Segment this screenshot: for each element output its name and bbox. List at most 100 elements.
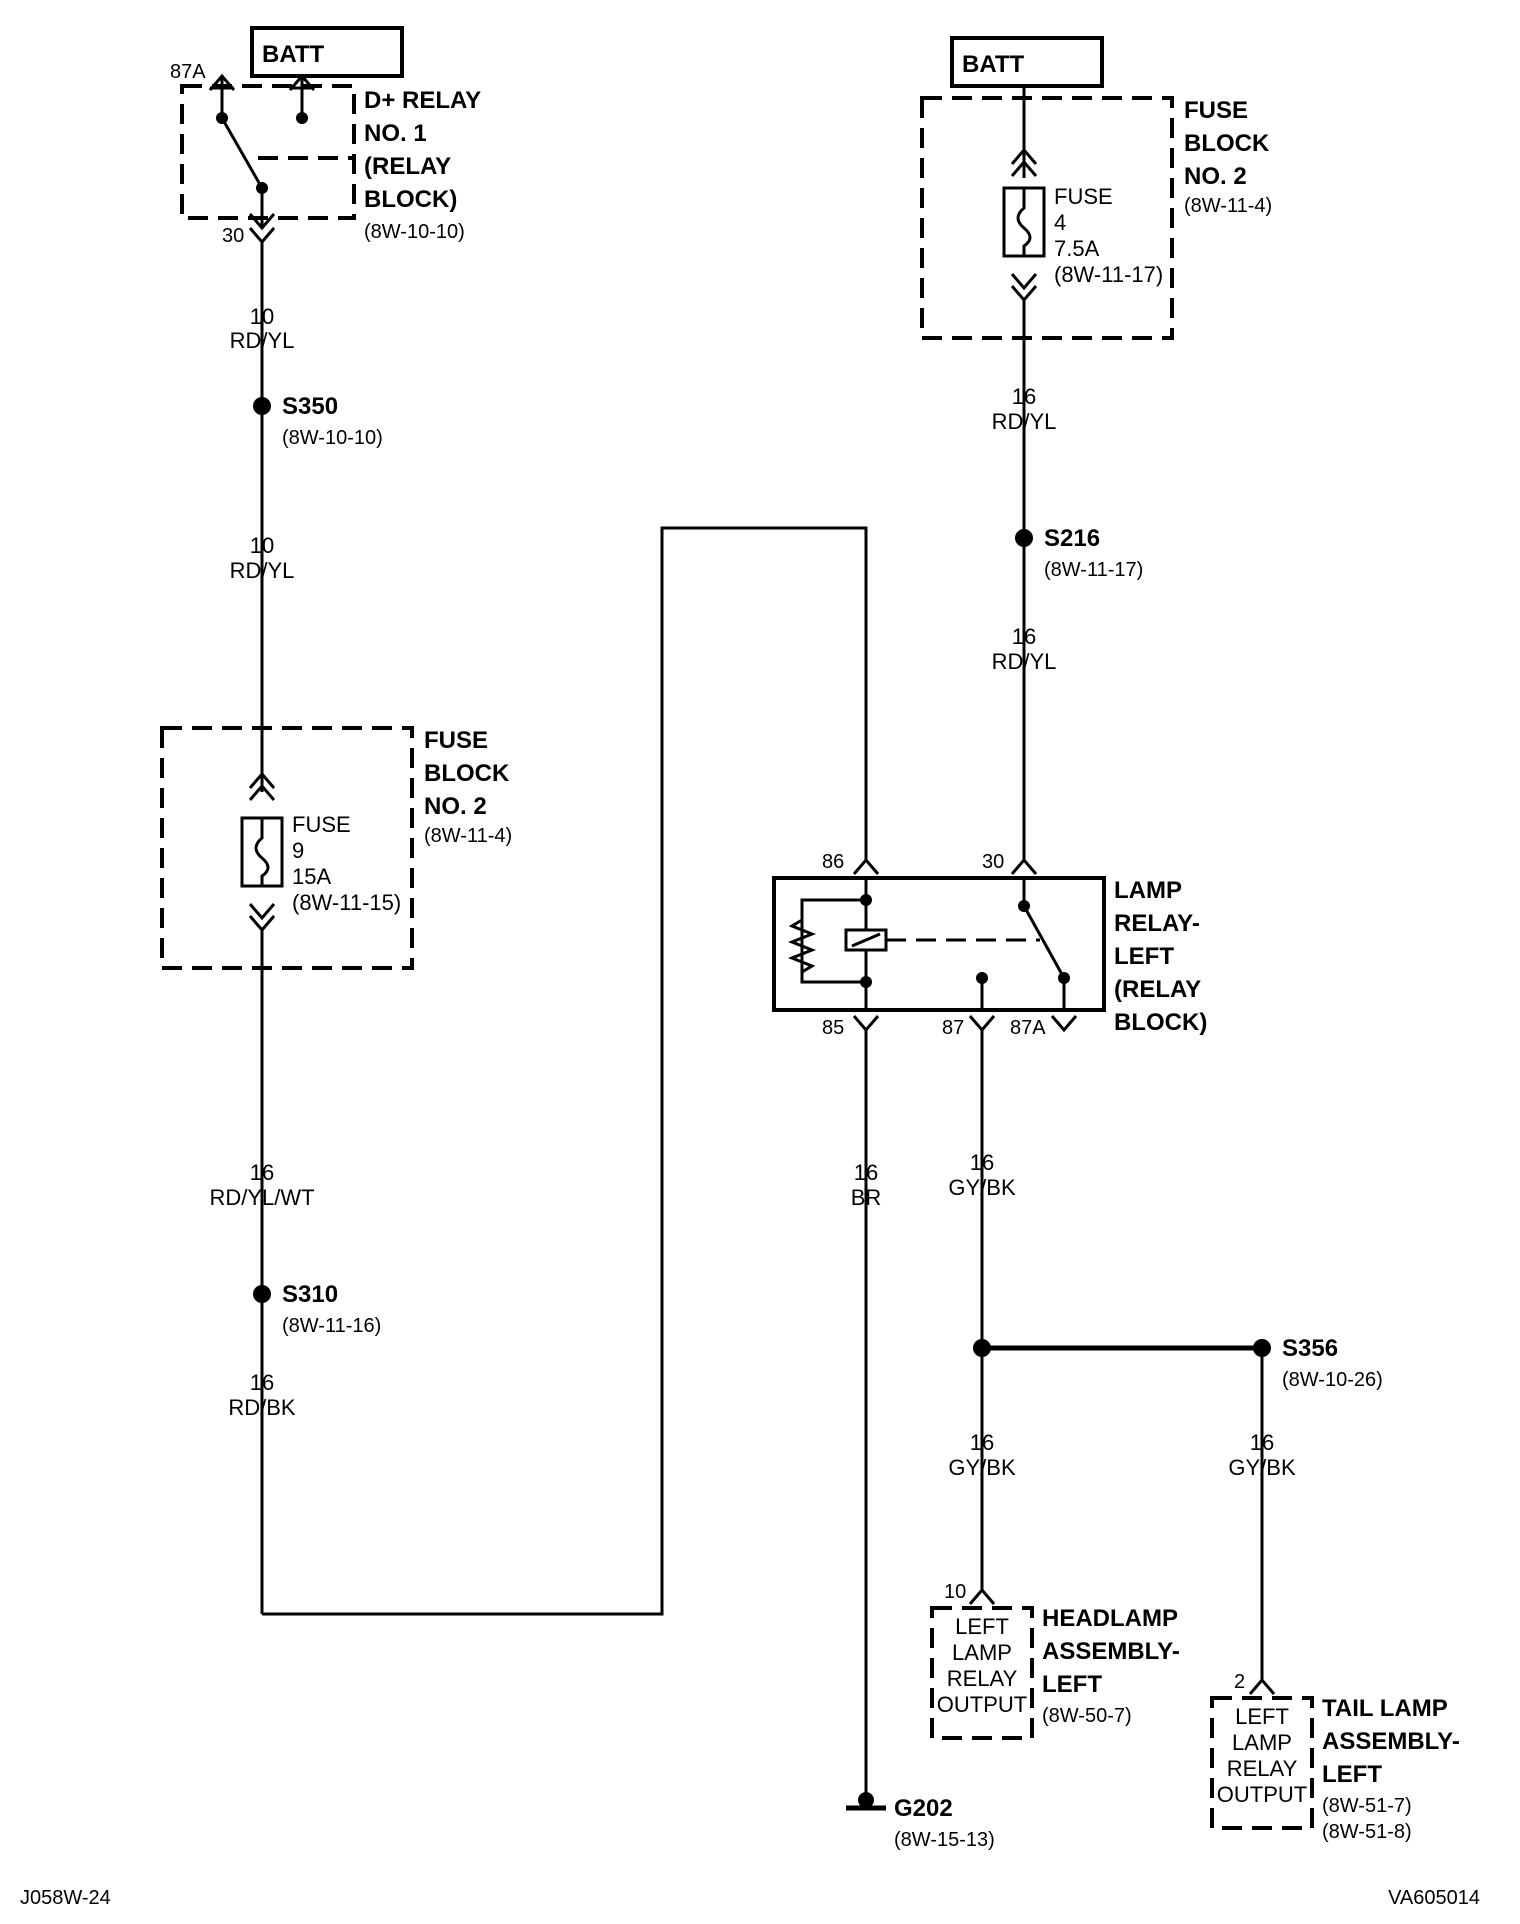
lamp-relay-title-3: LEFT — [1114, 943, 1174, 970]
lamp-relay-left: 86 30 85 87 87A LAMP RELAY- LEFT (RELAY … — [772, 851, 1207, 1039]
s310-ref: (8W-11-16) — [282, 1315, 381, 1337]
splice-s356: S356 (8W-10-26) — [1253, 1335, 1383, 1391]
headlamp-pin: 10 — [944, 1581, 966, 1603]
d-relay-block: 87A 30 D+ RELAY NO. 1 (RELAY BLOCK) (8W-… — [170, 61, 481, 247]
headlamp-title-3: LEFT — [1042, 1671, 1102, 1698]
lamp-relay-pin-85: 85 — [822, 1017, 844, 1039]
taillamp-title-2: ASSEMBLY- — [1322, 1728, 1460, 1755]
wire4-gauge: 16 — [250, 1370, 274, 1395]
s216-ref: (8W-11-17) — [1044, 559, 1143, 581]
wire3-color: RD/YL/WT — [209, 1185, 314, 1210]
fuse-block-right-ref: (8W-11-4) — [1184, 195, 1272, 217]
d-relay-ref: (8W-10-10) — [364, 221, 465, 243]
g202-ref: (8W-15-13) — [894, 1829, 995, 1851]
wire1-gauge: 10 — [250, 304, 274, 329]
wire1-color: RD/YL — [230, 328, 295, 353]
taillamp-ref-1: (8W-51-7) — [1322, 1795, 1412, 1817]
headlamp-box-4: OUTPUT — [937, 1692, 1027, 1717]
headlamp-ref: (8W-50-7) — [1042, 1705, 1132, 1727]
wire8-gauge: 16 — [970, 1150, 994, 1175]
batt-label-right: BATT — [962, 51, 1025, 78]
wire5-color: RD/YL — [992, 409, 1057, 434]
batt-box-left: BATT — [250, 26, 404, 78]
lamp-relay-pin-86: 86 — [822, 851, 844, 873]
wire7-gauge: 16 — [854, 1160, 878, 1185]
headlamp-box-2: LAMP — [952, 1640, 1012, 1665]
wire8-color: GY/BK — [948, 1175, 1016, 1200]
taillamp-title-1: TAIL LAMP — [1322, 1695, 1448, 1722]
d-relay-pin-30: 30 — [222, 225, 244, 247]
d-relay-title-1: D+ RELAY — [364, 87, 481, 114]
fuse-block-left-title-3: NO. 2 — [424, 793, 487, 820]
taillamp-box-1: LEFT — [1235, 1704, 1289, 1729]
splice-s216: S216 (8W-11-17) — [1015, 525, 1143, 581]
wire2-gauge: 10 — [250, 533, 274, 558]
wire3-gauge: 16 — [250, 1160, 274, 1185]
fuse9-line1: FUSE — [292, 812, 351, 837]
wire4-color: RD/BK — [228, 1395, 296, 1420]
footer-right-code: VA605014 — [1388, 1887, 1480, 1909]
taillamp-box-4: OUTPUT — [1217, 1782, 1307, 1807]
headlamp-box-1: LEFT — [955, 1614, 1009, 1639]
lamp-relay-title-2: RELAY- — [1114, 910, 1200, 937]
fuse9-line3: 15A — [292, 864, 331, 889]
splice-s350: S350 (8W-10-10) — [253, 393, 383, 449]
fuse4-line1: FUSE — [1054, 184, 1113, 209]
fuse9-line2: 9 — [292, 838, 304, 863]
fuse4-line2: 4 — [1054, 210, 1066, 235]
taillamp-ref-2: (8W-51-8) — [1322, 1821, 1412, 1843]
taillamp-box-2: LAMP — [1232, 1730, 1292, 1755]
s216-name: S216 — [1044, 525, 1100, 552]
s350-ref: (8W-10-10) — [282, 427, 383, 449]
fuse-block-right-title-2: BLOCK — [1184, 130, 1270, 157]
wire6-color: RD/YL — [992, 649, 1057, 674]
taillamp-assembly-left: 2 LEFT LAMP RELAY OUTPUT TAIL LAMP ASSEM… — [1210, 1671, 1460, 1843]
fuse4-line3: 7.5A — [1054, 236, 1100, 261]
fuse9-line4: (8W-11-15) — [292, 890, 401, 915]
wire10-gauge: 16 — [1250, 1430, 1274, 1455]
lamp-relay-title-5: BLOCK) — [1114, 1009, 1207, 1036]
fuse4-line4: (8W-11-17) — [1054, 262, 1163, 287]
s356-name: S356 — [1282, 1335, 1338, 1362]
d-relay-title-2: NO. 1 — [364, 120, 427, 147]
s356-ref: (8W-10-26) — [1282, 1369, 1383, 1391]
taillamp-box-3: RELAY — [1227, 1756, 1298, 1781]
headlamp-assembly-left: 10 LEFT LAMP RELAY OUTPUT HEADLAMP ASSEM… — [930, 1581, 1180, 1740]
footer-left-code: J058W-24 — [20, 1887, 111, 1909]
lamp-relay-pin-87: 87 — [942, 1017, 964, 1039]
wire6-gauge: 16 — [1012, 624, 1036, 649]
fuse-block-left-title-1: FUSE — [424, 727, 488, 754]
headlamp-box-3: RELAY — [947, 1666, 1018, 1691]
headlamp-title-1: HEADLAMP — [1042, 1605, 1178, 1632]
wire10-color: GY/BK — [1228, 1455, 1296, 1480]
fuse-block-left-title-2: BLOCK — [424, 760, 510, 787]
s310-name: S310 — [282, 1281, 338, 1308]
wire9-gauge: 16 — [970, 1430, 994, 1455]
fuse-block-left: FUSE 9 15A (8W-11-15) FUSE BLOCK NO. 2 (… — [160, 726, 512, 970]
ground-g202: G202 (8W-15-13) — [846, 1792, 995, 1851]
wire7-color: BR — [851, 1185, 882, 1210]
batt-box-right: BATT — [950, 36, 1104, 88]
d-relay-title-3: (RELAY — [364, 153, 451, 180]
fuse-block-right-title-3: NO. 2 — [1184, 163, 1247, 190]
wire-loop-to-86 — [262, 526, 868, 1616]
fuse-block-left-ref: (8W-11-4) — [424, 825, 512, 847]
d-relay-title-4: BLOCK) — [364, 186, 457, 213]
fuse-block-right-title-1: FUSE — [1184, 97, 1248, 124]
lamp-relay-pin-87a: 87A — [1010, 1017, 1046, 1039]
d-relay-pin-87a: 87A — [170, 61, 206, 83]
batt-label-left: BATT — [262, 41, 325, 68]
fuse-block-right: FUSE 4 7.5A (8W-11-17) FUSE BLOCK NO. 2 … — [920, 86, 1272, 340]
wire9-color: GY/BK — [948, 1455, 1016, 1480]
taillamp-title-3: LEFT — [1322, 1761, 1382, 1788]
headlamp-title-2: ASSEMBLY- — [1042, 1638, 1180, 1665]
splice-s310: S310 (8W-11-16) — [253, 1281, 381, 1337]
g202-name: G202 — [894, 1795, 953, 1822]
lamp-relay-pin-30: 30 — [982, 851, 1004, 873]
lamp-relay-title-1: LAMP — [1114, 877, 1182, 904]
wire5-gauge: 16 — [1012, 384, 1036, 409]
wire2-color: RD/YL — [230, 558, 295, 583]
lamp-relay-title-4: (RELAY — [1114, 976, 1201, 1003]
taillamp-pin: 2 — [1234, 1671, 1245, 1693]
